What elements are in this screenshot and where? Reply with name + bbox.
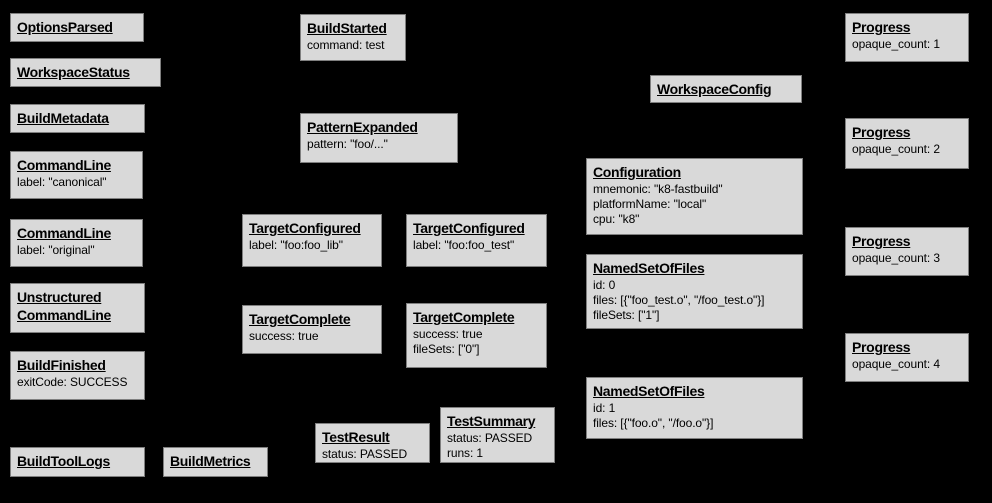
node-title: OptionsParsed — [17, 19, 113, 35]
node-test-result: TestResult status: PASSED — [315, 423, 430, 463]
node-command-line-canonical: CommandLine label: "canonical" — [10, 151, 143, 199]
node-body: id: 0 files: [{"foo_test.o", "/foo_test.… — [593, 278, 765, 322]
node-body: opaque_count: 3 — [852, 251, 940, 265]
node-body: id: 1 files: [{"foo.o", "/foo.o"}] — [593, 401, 714, 430]
node-title: CommandLine — [17, 157, 111, 173]
node-title: CommandLine — [17, 225, 111, 241]
node-workspace-status: WorkspaceStatus — [10, 58, 161, 87]
node-build-started: BuildStarted command: test — [300, 14, 406, 61]
node-body: status: PASSED runs: 1 — [447, 431, 533, 460]
node-title: PatternExpanded — [307, 119, 418, 135]
node-title: NamedSetOfFiles — [593, 383, 705, 399]
node-body: exitCode: SUCCESS — [17, 375, 128, 389]
node-body: label: "canonical" — [17, 175, 107, 189]
node-body: pattern: "foo/..." — [307, 137, 388, 151]
node-title: WorkspaceConfig — [657, 81, 772, 97]
node-body: success: true — [249, 329, 319, 343]
node-workspace-config: WorkspaceConfig — [650, 75, 802, 103]
node-title: BuildStarted — [307, 20, 387, 36]
node-body: success: true fileSets: ["0"] — [413, 327, 483, 356]
node-body: opaque_count: 4 — [852, 357, 940, 371]
node-body: opaque_count: 1 — [852, 37, 940, 51]
node-body: command: test — [307, 38, 385, 52]
node-body: label: "foo:foo_lib" — [249, 238, 343, 252]
node-test-summary: TestSummary status: PASSED runs: 1 — [440, 407, 555, 463]
node-title: Unstructured CommandLine — [17, 289, 111, 323]
node-command-line-original: CommandLine label: "original" — [10, 219, 143, 267]
node-title: TargetComplete — [413, 309, 515, 325]
node-named-set-of-files-1: NamedSetOfFiles id: 1 files: [{"foo.o", … — [586, 377, 803, 439]
node-title: Progress — [852, 233, 911, 249]
node-body: status: PASSED — [322, 447, 408, 461]
node-target-complete-foo-lib: TargetComplete success: true — [242, 305, 382, 354]
node-title: BuildMetadata — [17, 110, 109, 126]
node-progress-3: Progress opaque_count: 3 — [845, 227, 969, 276]
node-title: BuildFinished — [17, 357, 106, 373]
node-target-complete-foo-test: TargetComplete success: true fileSets: [… — [406, 303, 547, 368]
node-body: label: "foo:foo_test" — [413, 238, 515, 252]
node-build-metrics: BuildMetrics — [163, 447, 268, 477]
node-title: TargetConfigured — [249, 220, 361, 236]
node-progress-4: Progress opaque_count: 4 — [845, 333, 969, 382]
node-title: BuildMetrics — [170, 453, 251, 469]
node-title: TargetComplete — [249, 311, 351, 327]
node-progress-1: Progress opaque_count: 1 — [845, 13, 969, 62]
node-title: WorkspaceStatus — [17, 64, 130, 80]
node-progress-2: Progress opaque_count: 2 — [845, 118, 969, 169]
node-build-finished: BuildFinished exitCode: SUCCESS — [10, 351, 145, 400]
node-options-parsed: OptionsParsed — [10, 13, 144, 42]
node-title: TargetConfigured — [413, 220, 525, 236]
node-configuration: Configuration mnemonic: "k8-fastbuild" p… — [586, 158, 803, 235]
node-target-configured-foo-test: TargetConfigured label: "foo:foo_test" — [406, 214, 547, 267]
node-build-metadata: BuildMetadata — [10, 104, 145, 133]
node-target-configured-foo-lib: TargetConfigured label: "foo:foo_lib" — [242, 214, 382, 267]
node-body: label: "original" — [17, 243, 95, 257]
node-build-tool-logs: BuildToolLogs — [10, 447, 145, 477]
node-title: Configuration — [593, 164, 681, 180]
node-title: Progress — [852, 124, 911, 140]
node-title: NamedSetOfFiles — [593, 260, 705, 276]
node-title: Progress — [852, 19, 911, 35]
node-title: Progress — [852, 339, 911, 355]
node-title: BuildToolLogs — [17, 453, 111, 469]
node-title: TestResult — [322, 429, 390, 445]
node-pattern-expanded: PatternExpanded pattern: "foo/..." — [300, 113, 458, 163]
node-title: TestSummary — [447, 413, 536, 429]
node-named-set-of-files-0: NamedSetOfFiles id: 0 files: [{"foo_test… — [586, 254, 803, 329]
node-body: mnemonic: "k8-fastbuild" platformName: "… — [593, 182, 723, 226]
node-body: opaque_count: 2 — [852, 142, 940, 156]
node-unstructured-command-line: Unstructured CommandLine — [10, 283, 145, 333]
